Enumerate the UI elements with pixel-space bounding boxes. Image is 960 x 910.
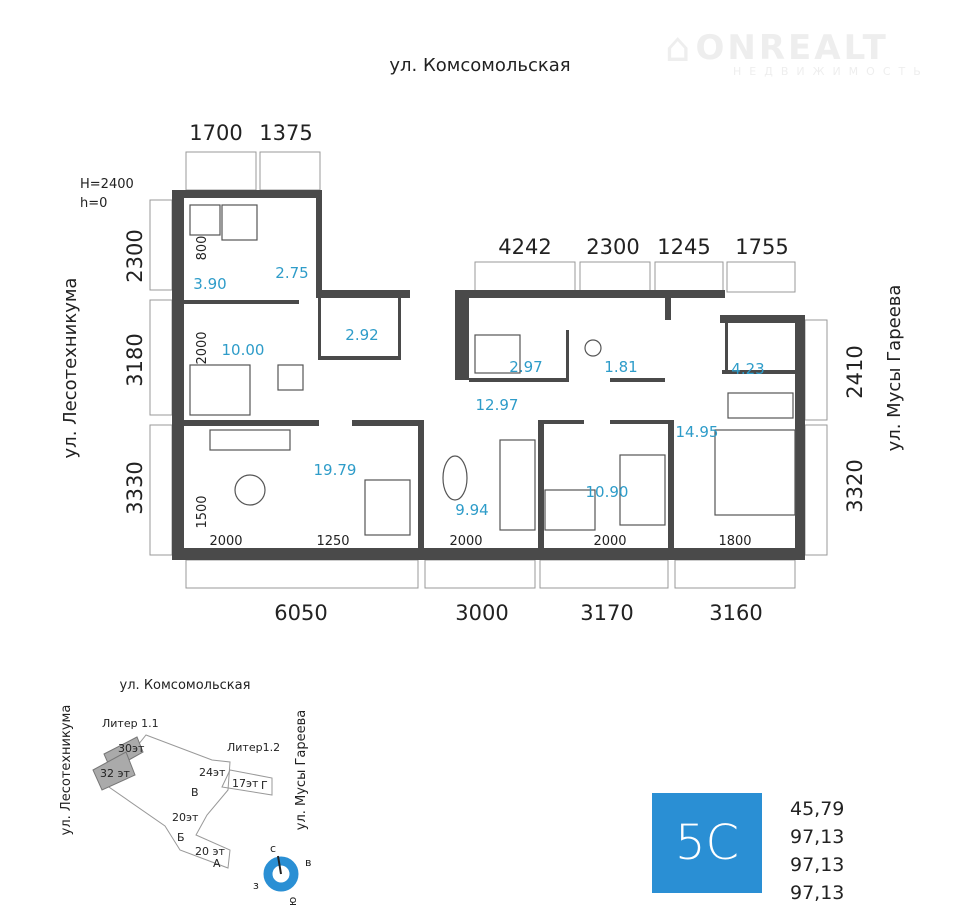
logo-name: ONREALT <box>695 28 889 68</box>
dim-left-1: 2300 <box>123 229 147 282</box>
compass-s: ю <box>286 897 299 906</box>
site-liter-1-2: Литер1.2 <box>227 741 280 754</box>
room-area-bedroom2: 9.94 <box>455 501 488 519</box>
dim-inner-b1: 2000 <box>209 534 242 549</box>
washing-machine-icon <box>584 339 602 357</box>
site-liter-1-1: Литер 1.1 <box>102 717 159 730</box>
room-area-wardrobe1: 2.75 <box>275 264 308 282</box>
dim-inner-800: 800 <box>195 236 210 261</box>
site-f20b: 20эт <box>172 811 199 824</box>
street-top: ул. Комсомольская <box>389 55 570 76</box>
room-area-hall: 12.97 <box>476 396 519 414</box>
sink-icon <box>189 204 221 236</box>
area-total-1: 97,13 <box>790 826 845 848</box>
shower-icon <box>221 204 258 241</box>
logo-tagline: НЕДВИЖИМОСТЬ <box>733 65 929 78</box>
unit-areas: 45,79 97,13 97,13 97,13 <box>790 795 844 907</box>
site-street-right: ул. Мусы Гареева <box>294 710 309 831</box>
ceiling-height: H=2400 <box>80 177 134 192</box>
site-plan: ул. Комсомольская ул. Лесотехникума ул. … <box>59 678 311 906</box>
dim-bottom-3: 3170 <box>580 601 633 625</box>
dim-top-2: 1375 <box>259 121 312 145</box>
dim-left-2: 3180 <box>123 333 147 386</box>
room-area-bedroom3: 10.90 <box>586 483 629 501</box>
street-left: ул. Лесотехникума <box>60 278 81 459</box>
compass-e: в <box>305 856 311 869</box>
dim-right-1: 2410 <box>843 345 867 398</box>
dim-top-4: 2300 <box>586 235 639 259</box>
sofa-icon <box>499 439 536 531</box>
sofa-icon-2 <box>619 454 666 526</box>
site-v: В <box>191 786 199 799</box>
compass-w: з <box>253 879 259 892</box>
site-f17: 17эт <box>232 777 259 790</box>
site-f24: 24эт <box>199 766 226 779</box>
coffee-table-icon <box>442 455 468 501</box>
site-b: Б <box>177 831 185 844</box>
dim-top-3: 4242 <box>498 235 551 259</box>
site-street-left: ул. Лесотехникума <box>59 705 74 836</box>
compass-icon: с в з ю <box>253 842 311 906</box>
dining-table-icon <box>234 474 266 506</box>
area-living: 45,79 <box>790 798 845 820</box>
logo-pin-icon: ⌂ <box>665 25 691 71</box>
site-f32: 32 эт <box>100 767 131 780</box>
site-a: А <box>213 857 221 870</box>
dim-inner-b2: 1250 <box>316 534 349 549</box>
dim-top-5: 1245 <box>657 235 710 259</box>
dim-inner-b4: 2000 <box>593 534 626 549</box>
street-right: ул. Мусы Гареева <box>884 285 905 452</box>
unit-type-badge: 5С <box>652 793 762 893</box>
room-area-bath1: 3.90 <box>193 275 226 293</box>
liter-1-1-tower-32 <box>92 751 136 791</box>
site-g: Г <box>261 779 268 792</box>
dim-bottom-1: 6050 <box>274 601 327 625</box>
dim-bottom-2: 3000 <box>455 601 508 625</box>
dim-top-6: 1755 <box>735 235 788 259</box>
bathtub-icon <box>727 392 794 419</box>
dim-top-1: 1700 <box>189 121 242 145</box>
armchair-icon <box>364 479 411 536</box>
dim-bottom-4: 3160 <box>709 601 762 625</box>
desk-icon <box>544 489 596 531</box>
room-area-bath2: 2.97 <box>509 358 542 376</box>
floor-height: h=0 <box>80 196 107 211</box>
walls <box>172 190 805 560</box>
site-f20a: 20 эт <box>195 845 226 858</box>
room-area-bath3: 4.23 <box>731 360 764 378</box>
room-area-bedroom1: 10.00 <box>222 341 265 359</box>
bed-icon <box>189 364 251 416</box>
compass-n: с <box>270 842 276 855</box>
area-total-3: 97,13 <box>790 882 845 904</box>
room-area-closet: 2.92 <box>345 326 378 344</box>
site-outline <box>105 734 231 869</box>
kitchen-counter-icon <box>209 429 291 451</box>
room-area-laundry: 1.81 <box>604 358 637 376</box>
room-area-kitchen: 19.79 <box>314 461 357 479</box>
shower-icon-2 <box>474 334 521 374</box>
area-total-2: 97,13 <box>790 854 845 876</box>
table-icon <box>277 364 304 391</box>
site-f30: 30эт <box>118 742 145 755</box>
double-bed-icon <box>714 429 796 516</box>
dim-inner-2000: 2000 <box>195 331 210 364</box>
dim-right-2: 3320 <box>843 459 867 512</box>
logo: ⌂ ONREALT НЕДВИЖИМОСТЬ <box>665 25 929 78</box>
dim-inner-b3: 2000 <box>449 534 482 549</box>
dim-left-3: 3330 <box>123 461 147 514</box>
site-street-top: ул. Комсомольская <box>120 678 251 693</box>
furniture <box>189 204 796 536</box>
liter-g <box>221 769 273 796</box>
dim-inner-b5: 1800 <box>718 534 751 549</box>
room-area-master: 14.95 <box>676 423 719 441</box>
dim-inner-1500: 1500 <box>195 495 210 528</box>
